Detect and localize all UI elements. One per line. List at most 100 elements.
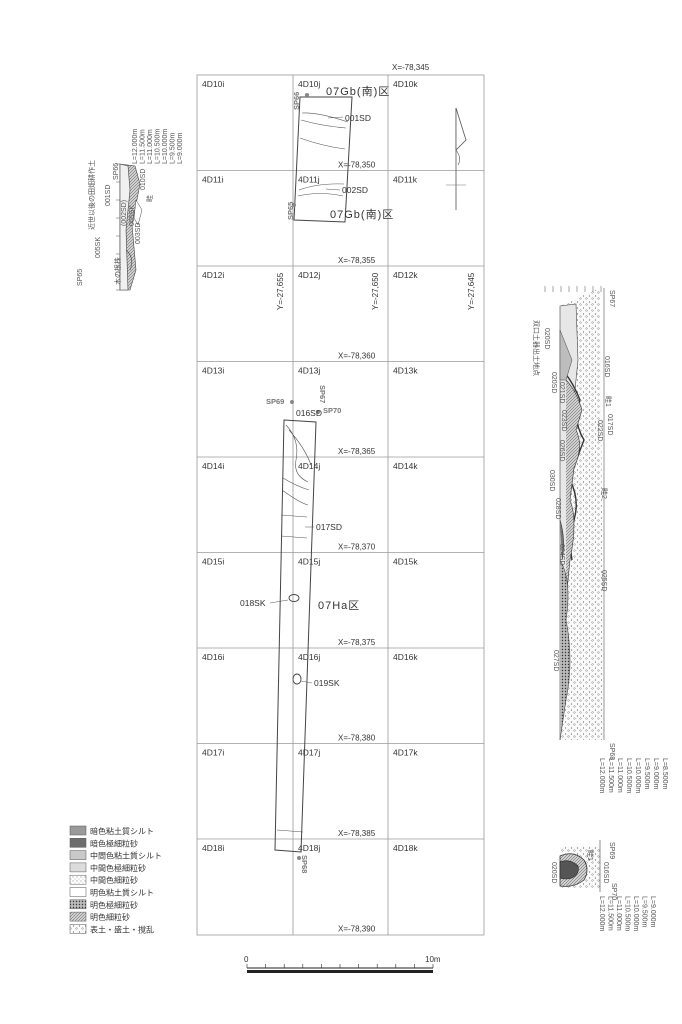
section-label: 025SD — [600, 570, 607, 591]
section-label: 021SD — [558, 382, 565, 403]
grid-x-coord: X=-78,375 — [338, 638, 376, 647]
y-coord-645: Y=-27,645 — [467, 272, 476, 310]
grid-x-coord: X=-78,365 — [338, 447, 376, 456]
section-label: 畦 — [145, 195, 154, 202]
section-label: 003SD — [135, 223, 142, 244]
legend-label: 中間色細粒砂 — [90, 875, 138, 885]
feature-019sk: 019SK — [314, 678, 340, 688]
grid-top-coord: X=-78,345 — [392, 63, 430, 72]
level-label: L=12.000m — [598, 896, 605, 931]
feature-002sd: 002SD — [342, 185, 368, 195]
grid-cell-label: 4D17j — [298, 748, 320, 758]
grid-cell-label: 4D14k — [393, 461, 418, 471]
sp69-label: SP69 — [266, 397, 284, 406]
grid-lines — [197, 75, 484, 935]
grid-cell-label: 4D13k — [393, 366, 418, 376]
y-coord-655: Y=-27,655 — [276, 272, 285, 310]
level-label: L=9.000m — [649, 896, 656, 927]
scale-bar: 0 10m — [244, 955, 441, 973]
scale-start: 0 — [244, 955, 249, 964]
level-label: L=9.500m — [170, 133, 177, 164]
right-section-sp-bottom: SP68 — [608, 743, 615, 760]
upper-trench: 07Gb(南)区 07Gb(南)区 001SD 002SD SP66 SP65 — [286, 85, 393, 223]
feature-017sd: 017SD — [316, 522, 342, 532]
grid-cell-label: 4D16i — [202, 652, 224, 662]
small-section-sp-top: SP69 — [608, 842, 615, 859]
legend-swatch — [69, 911, 87, 922]
section-label: 畦1 — [604, 396, 613, 407]
level-label: L=8.500m — [661, 758, 668, 789]
level-label: L=9.000m — [177, 133, 184, 164]
grid-cell-label: 4D15i — [202, 557, 224, 567]
grid-x-coord: X=-78,380 — [338, 734, 376, 743]
grid-cell-label: 4D18j — [298, 843, 320, 853]
right-section-sp-top: SP67 — [608, 290, 615, 307]
legend-label: 明色細粒砂 — [90, 912, 130, 922]
legend-swatch — [69, 874, 87, 885]
grid-cell-label: 4D18i — [202, 843, 224, 853]
legend-swatch — [69, 924, 87, 934]
sp68-plan-label: SP68 — [300, 855, 309, 873]
grid-cell-label: 4D15j — [298, 557, 320, 567]
level-label: L=10.000m — [634, 758, 641, 793]
grid-x-coord: X=-78,350 — [338, 161, 376, 170]
grid-frame — [196, 74, 485, 936]
legend-label: 中間色極細粒砂 — [90, 863, 146, 873]
grid-cell-label: 4D16j — [298, 652, 320, 662]
section-label: 畦2 — [600, 488, 609, 499]
section-label: 028SD — [554, 498, 561, 519]
feature-001sd: 001SD — [345, 113, 371, 123]
grid-cell-label: 4D16k — [393, 652, 418, 662]
legend-label: 暗色極細粒砂 — [90, 838, 138, 848]
legend-swatch — [69, 862, 87, 873]
section-label: 双口土器出土地点 — [532, 320, 541, 376]
grid-cell-label: 4D12i — [202, 270, 224, 280]
north-arrow-icon — [446, 107, 467, 210]
section-label: 022SD — [596, 420, 603, 441]
level-label: L=11.500m — [607, 896, 614, 931]
grid-cell-label: 4D12k — [393, 270, 418, 280]
legend-label: 明色粘土質シルト — [90, 888, 154, 898]
level-label: L=10.000m — [632, 896, 639, 931]
grid-cell-label: 4D17i — [202, 748, 224, 758]
left-section-sp-bottom: SP65 — [77, 269, 84, 286]
level-label: L=11.000m — [616, 758, 623, 793]
grid-cell-label: 4D15k — [393, 557, 418, 567]
level-label: L=9.500m — [641, 896, 648, 927]
grid-cell-label: 4D11i — [202, 175, 224, 185]
level-label: L=11.000m — [615, 896, 622, 931]
level-label: L=10.500m — [155, 129, 162, 164]
level-label: L=12.000m — [598, 758, 605, 793]
section-label: 001SD — [105, 185, 112, 206]
section-label: 024SD — [558, 544, 565, 565]
legend-swatch — [69, 850, 87, 860]
area-label-ha: 07Ha区 — [318, 600, 360, 612]
sp67-plan-label: SP67 — [318, 385, 327, 403]
sp65-label: SP65 — [286, 202, 295, 220]
grid-cell-label: 4D13j — [298, 366, 320, 376]
grid-cell-label: 4D10i — [202, 79, 224, 89]
section-label: 010SD — [140, 169, 147, 190]
legend-swatch — [69, 825, 87, 836]
legend: 暗色粘土質シルト暗色極細粒砂中間色粘土質シルト中間色極細粒砂中間色細粒砂明色粘土… — [69, 825, 162, 934]
grid-cell-label: 4D13i — [202, 366, 224, 376]
level-label: L=11.500m — [140, 129, 147, 164]
section-label: 近世以後の田畑耕作土 — [87, 160, 96, 230]
section-label: 026SD — [558, 440, 565, 461]
grid-cell-label: 4D11j — [298, 175, 320, 185]
grid-cell-label: 4D14j — [298, 461, 320, 471]
section-label: 027SD — [552, 650, 559, 671]
section-label: 畦1 — [586, 850, 595, 861]
feature-018sk: 018SK — [240, 598, 266, 608]
grid-x-coord: X=-78,385 — [338, 829, 376, 838]
legend-swatch — [69, 899, 87, 910]
legend-swatch — [69, 887, 87, 897]
grid-x-coord: X=-78,390 — [338, 925, 376, 934]
small-section-sp-bottom: SP70 — [610, 883, 617, 900]
legend-label: 中間色粘土質シルト — [90, 851, 162, 861]
